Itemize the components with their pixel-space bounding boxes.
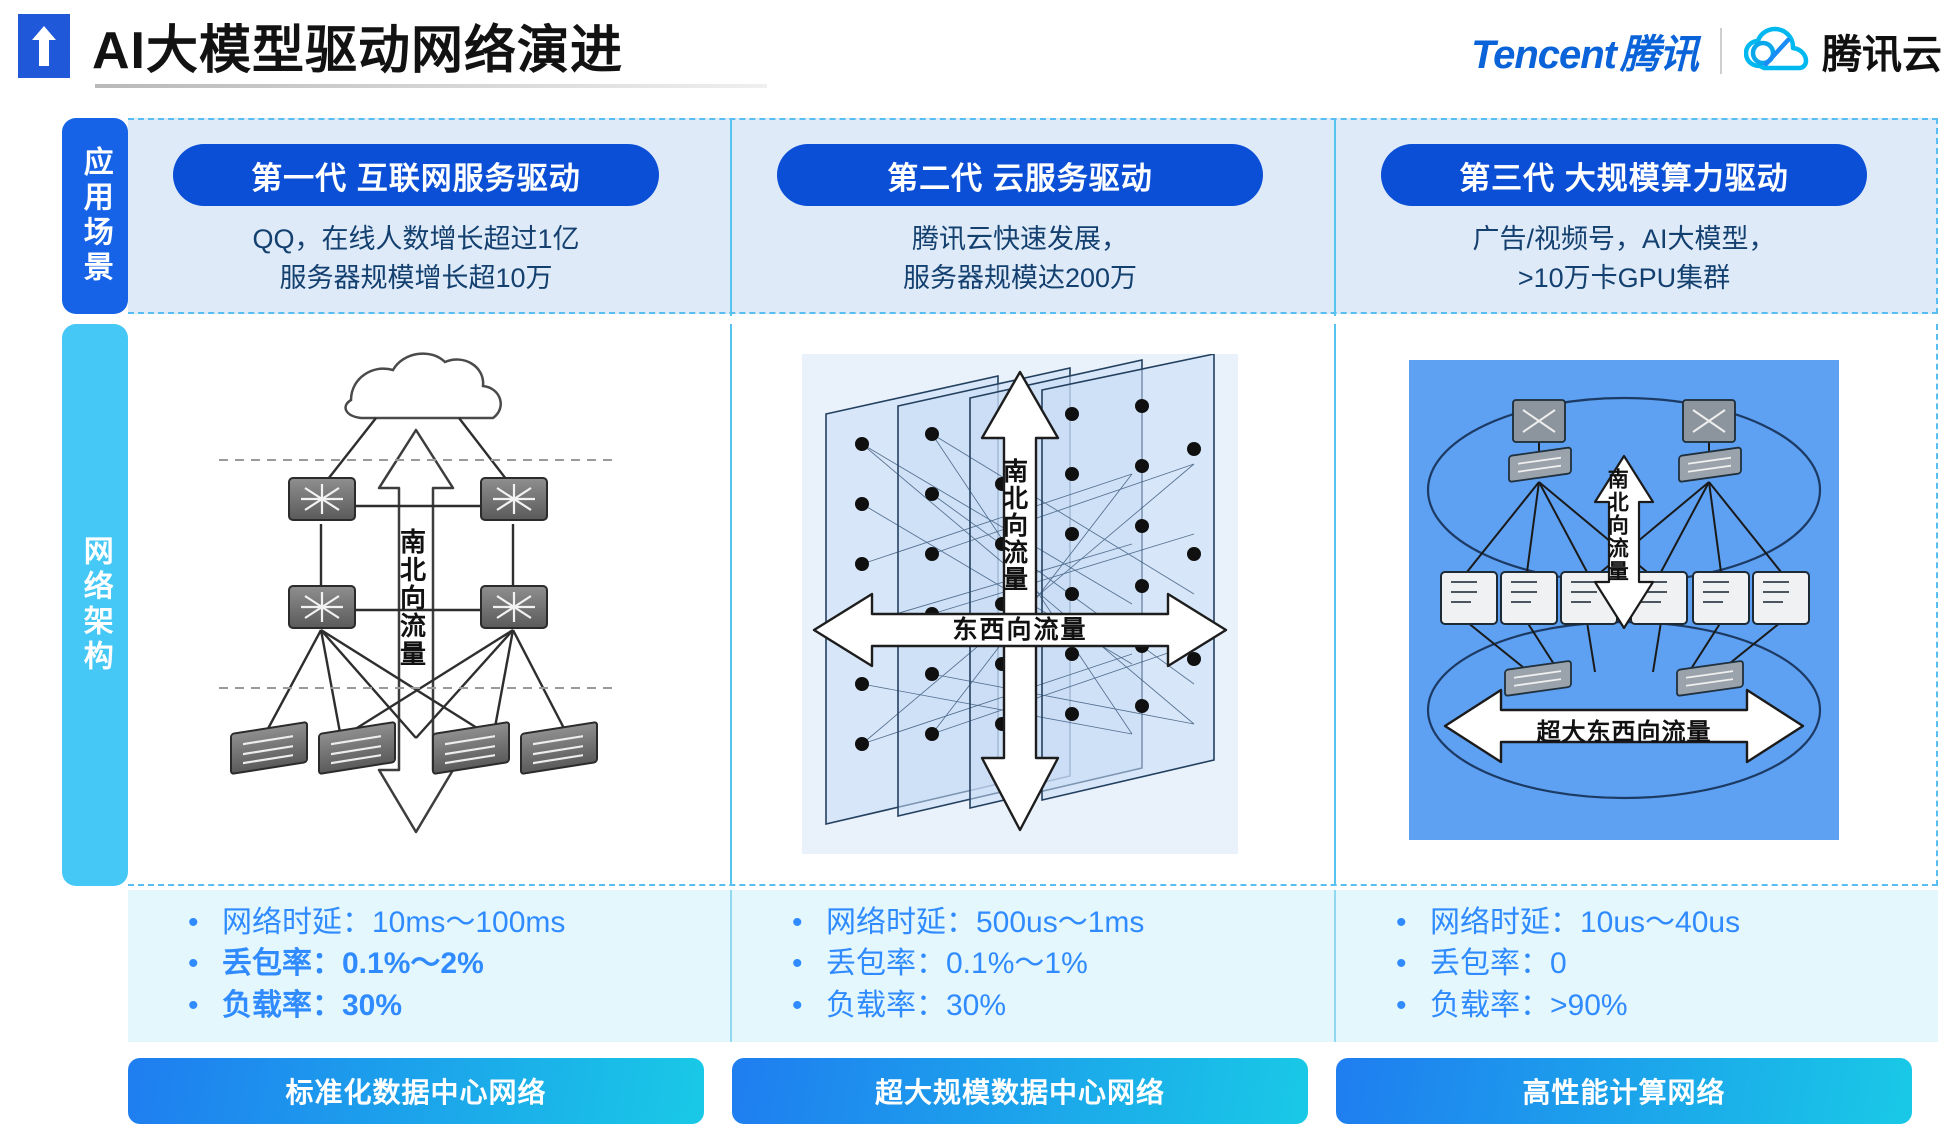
column-divider-5: [730, 890, 732, 1042]
footer-bars: 标准化数据中心网络 超大规模数据中心网络 高性能计算网络: [128, 1058, 1938, 1132]
tencent-arrow-icon: [18, 14, 70, 78]
metric-item: • 网络时延：10ms～100ms: [188, 904, 565, 942]
scenario-desc-3-line1: 广告/视频号，AI大模型，: [1472, 224, 1776, 254]
generation-pill-1[interactable]: 第一代 互联网服务驱动: [173, 144, 659, 206]
scenario-desc-1-line1: QQ，在线人数增长超过1亿: [252, 224, 580, 254]
metrics-list-1: • 网络时延：10ms～100ms • 丢包率：0.1%～2% • 负载率：30…: [188, 904, 565, 1028]
column-divider-1: [730, 120, 732, 316]
rail-label-scenario: 应用场景: [62, 118, 128, 314]
bullet-icon: •: [188, 988, 199, 1022]
column-divider-2: [1334, 120, 1336, 316]
column-divider-6: [1334, 890, 1336, 1042]
metrics-list-3: • 网络时延：10us～40us • 丢包率：0 • 负载率：>90%: [1396, 904, 1740, 1028]
footer-bar-3[interactable]: 高性能计算网络: [1336, 1058, 1912, 1124]
diagram-gen2-label-ew: 东西向流量: [952, 616, 1088, 644]
page-title: AI大模型驱动网络演进: [92, 22, 624, 80]
metric-item: • 负载率：>90%: [1396, 987, 1740, 1025]
diagram-gen3: 南北向流量 超大东西向流量: [1409, 360, 1839, 840]
architecture-band: 南北向流量: [128, 324, 1938, 886]
tencent-cloud-label: 腾讯云: [1822, 33, 1942, 77]
bullet-icon: •: [188, 906, 199, 939]
metric-label: 网络时延：10ms～100ms: [222, 906, 566, 939]
scenario-desc-1-line2: 服务器规模增长超10万: [279, 263, 553, 294]
scenario-desc-2: 腾讯云快速发展， 服务器规模达200万: [732, 220, 1308, 298]
footer-bar-1[interactable]: 标准化数据中心网络: [128, 1058, 704, 1124]
metric-label: 负载率：30%: [222, 988, 403, 1022]
metric-item: • 丢包率：0: [1396, 945, 1740, 983]
diagram-gen2-label-ns: 南北向流量: [999, 458, 1028, 593]
metrics-column-1: • 网络时延：10ms～100ms • 丢包率：0.1%～2% • 负载率：30…: [128, 890, 704, 1042]
architecture-column-2: 南北向流量 东西向流量: [732, 324, 1308, 884]
architecture-column-1: 南北向流量: [128, 324, 704, 884]
generation-pill-2[interactable]: 第二代 云服务驱动: [777, 144, 1263, 206]
bullet-icon: •: [792, 988, 803, 1022]
diagram-gen2: 南北向流量 东西向流量: [802, 354, 1238, 854]
diagram-gen1-label-ns: 南北向流量: [396, 528, 427, 668]
tencent-wordmark-cn: 腾讯: [1620, 33, 1699, 77]
metric-label: 丢包率：0: [1430, 947, 1567, 981]
metric-label: 负载率：>90%: [1430, 988, 1628, 1022]
scenario-column-2: 第二代 云服务驱动 腾讯云快速发展， 服务器规模达200万: [732, 120, 1308, 312]
scenario-desc-3: 广告/视频号，AI大模型， >10万卡GPU集群: [1336, 220, 1912, 298]
brand-divider: [1720, 28, 1722, 74]
tencent-cloud-lockup: 腾讯云: [1743, 22, 1942, 80]
metric-item: • 网络时延：500us～1ms: [792, 904, 1144, 942]
scenario-desc-2-line2: 服务器规模达200万: [902, 263, 1138, 294]
metric-label: 丢包率：0.1%～2%: [222, 947, 484, 981]
footer-bar-2[interactable]: 超大规模数据中心网络: [732, 1058, 1308, 1124]
metrics-column-2: • 网络时延：500us～1ms • 丢包率：0.1%～1% • 负载率：30%: [732, 890, 1308, 1042]
scenario-desc-3-line2: >10万卡GPU集群: [1517, 263, 1731, 294]
metric-label: 负载率：30%: [826, 988, 1007, 1022]
diagram-gen3-label-ew: 超大东西向流量: [1536, 719, 1712, 746]
bullet-icon: •: [1396, 988, 1407, 1022]
metric-label: 网络时延：10us～40us: [1430, 906, 1741, 939]
scenario-column-1: 第一代 互联网服务驱动 QQ，在线人数增长超过1亿 服务器规模增长超10万: [128, 120, 704, 312]
bullet-icon: •: [188, 947, 199, 981]
rail-label-architecture: 网络架构: [62, 324, 128, 886]
scenario-column-3: 第三代 大规模算力驱动 广告/视频号，AI大模型， >10万卡GPU集群: [1336, 120, 1912, 312]
metric-item: • 丢包率：0.1%～1%: [792, 945, 1144, 983]
metrics-list-2: • 网络时延：500us～1ms • 丢包率：0.1%～1% • 负载率：30%: [792, 904, 1144, 1028]
tencent-cloud-icon: [1743, 26, 1810, 77]
bullet-icon: •: [1396, 906, 1407, 939]
scenario-band: 第一代 互联网服务驱动 QQ，在线人数增长超过1亿 服务器规模增长超10万 第二…: [128, 118, 1938, 316]
evolution-board: 应用场景 网络架构 第一代 互联网服务驱动 QQ，在线人数增长超过1亿 服务器规…: [0, 96, 1960, 1124]
metric-label: 丢包率：0.1%～1%: [826, 947, 1088, 981]
column-divider-3: [730, 324, 732, 886]
bullet-icon: •: [792, 906, 803, 939]
metric-label: 网络时延：500us～1ms: [826, 906, 1145, 939]
tencent-wordmark-en: Tencent: [1471, 33, 1617, 77]
metrics-band: • 网络时延：10ms～100ms • 丢包率：0.1%～2% • 负载率：30…: [128, 890, 1938, 1042]
diagram-gen3-label-ns: 南北向流量: [1605, 468, 1629, 583]
generation-pill-3[interactable]: 第三代 大规模算力驱动: [1381, 144, 1867, 206]
metrics-column-3: • 网络时延：10us～40us • 丢包率：0 • 负载率：>90%: [1336, 890, 1912, 1042]
metric-item: • 负载率：30%: [188, 987, 565, 1025]
bullet-icon: •: [1396, 947, 1407, 981]
title-underline: [95, 84, 767, 88]
bullet-icon: •: [792, 947, 803, 981]
column-divider-4: [1334, 324, 1336, 886]
metric-item: • 网络时延：10us～40us: [1396, 904, 1740, 942]
scenario-desc-1: QQ，在线人数增长超过1亿 服务器规模增长超10万: [128, 220, 704, 298]
architecture-column-3: 南北向流量 超大东西向流量: [1336, 324, 1912, 884]
scenario-desc-2-line1: 腾讯云快速发展，: [912, 224, 1128, 254]
metric-item: • 负载率：30%: [792, 987, 1144, 1025]
diagram-gen1: 南北向流量: [201, 338, 631, 868]
metric-item: • 丢包率：0.1%～2%: [188, 945, 565, 983]
